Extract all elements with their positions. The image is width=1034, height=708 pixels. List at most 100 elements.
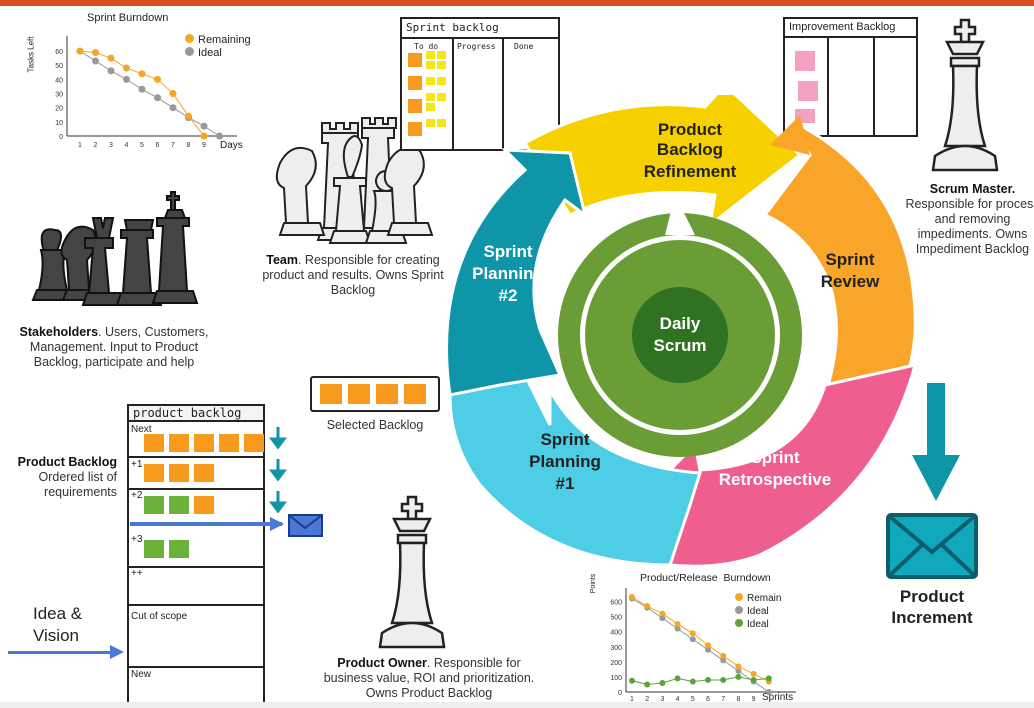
stakeholders-chess-pieces-icon bbox=[31, 191, 199, 306]
scrum-master-name: Scrum Master. bbox=[929, 182, 1016, 196]
stakeholders-desc: . Users, Customers, Management. Input to… bbox=[29, 325, 209, 369]
velocity-point bbox=[705, 676, 711, 683]
velocity-point bbox=[644, 681, 651, 688]
x-tick-label: 4 bbox=[676, 696, 680, 702]
refinement-line-2: Backlog bbox=[657, 140, 723, 159]
top-accent-bar bbox=[0, 0, 1034, 6]
review-line-2: Review bbox=[821, 272, 880, 291]
y-tick-label: 60 bbox=[55, 49, 63, 56]
planning2-line-3: #2 bbox=[499, 286, 518, 305]
daily-scrum-core bbox=[632, 287, 728, 383]
x-tick-label: 3 bbox=[660, 696, 664, 702]
col-progress-label: Progress bbox=[457, 42, 496, 51]
row-plusplus-label: ++ bbox=[131, 568, 143, 579]
x-tick-label: 7 bbox=[171, 142, 175, 149]
y-tick-label: 600 bbox=[610, 600, 622, 607]
remain-point bbox=[659, 610, 666, 617]
y-tick-label: 0 bbox=[618, 690, 622, 697]
increment-arrowhead-icon bbox=[912, 455, 960, 501]
remain-point bbox=[629, 594, 635, 601]
velocity-point bbox=[674, 675, 681, 682]
sprint-burndown-xlabel: Days bbox=[220, 140, 243, 151]
velocity-point bbox=[659, 679, 666, 686]
product-owner-caption: Product Owner. Responsible for business … bbox=[318, 656, 540, 701]
sticky-note bbox=[376, 384, 398, 404]
planning1-line-1: Sprint bbox=[540, 430, 589, 449]
ideal-point bbox=[720, 657, 727, 664]
plus2-items bbox=[144, 496, 214, 514]
ideal-point bbox=[138, 85, 146, 93]
improvement-backlog-board: Improvement Backlog bbox=[783, 17, 918, 137]
planning1-line-2: Planning bbox=[529, 452, 601, 471]
row-plus3-label: +3 bbox=[131, 534, 143, 545]
remaining-line bbox=[79, 50, 205, 137]
refinement-segment bbox=[522, 95, 803, 229]
remaining-point bbox=[107, 54, 115, 62]
team-chess-pieces-icon bbox=[275, 117, 434, 244]
x-tick-label: 5 bbox=[140, 142, 144, 149]
col-done-label: Done bbox=[514, 42, 534, 51]
retro-line-2: Retrospective bbox=[719, 470, 831, 489]
sprint-burndown-title: Sprint Burndown bbox=[87, 12, 169, 24]
release-burndown-chart: Product/Release Burndown Points Sprints … bbox=[590, 570, 810, 703]
release-burndown-title: Product/Release Burndown bbox=[640, 572, 771, 584]
remain-point bbox=[720, 652, 727, 659]
row-divider bbox=[129, 566, 263, 568]
retrospective-segment bbox=[643, 362, 918, 568]
team-desc: . Responsible for creating product and r… bbox=[262, 253, 444, 297]
priority-arrows-icon bbox=[269, 427, 287, 514]
x-tick-label: 4 bbox=[125, 142, 129, 149]
daily-scrum-line-1: Daily bbox=[660, 314, 701, 333]
release-arrowhead-icon bbox=[270, 517, 284, 531]
next-items bbox=[144, 434, 264, 452]
product-backlog-title: product backlog bbox=[129, 404, 263, 422]
remaining-point bbox=[169, 90, 177, 98]
row-next-label: Next bbox=[131, 424, 152, 435]
ideal-point bbox=[689, 636, 696, 643]
row-new-label: New bbox=[131, 669, 152, 680]
selected-backlog-board bbox=[310, 376, 440, 412]
x-tick-label: 1 bbox=[630, 696, 634, 702]
legend-ideal-green: Ideal bbox=[735, 618, 781, 631]
legend-remain: Remain bbox=[735, 592, 781, 605]
idea-arrow-line bbox=[8, 651, 116, 654]
ideal-line bbox=[631, 598, 770, 693]
legend-ideal-swatch bbox=[185, 47, 194, 56]
sprint-burndown-legend: Remaining Ideal bbox=[185, 34, 251, 60]
x-tick-label: 2 bbox=[94, 142, 98, 149]
y-tick-label: 400 bbox=[610, 630, 622, 637]
row-cut-label: Cut of scope bbox=[131, 611, 188, 622]
row-plus2-label: +2 bbox=[131, 490, 143, 501]
scrum-master-king-icon bbox=[931, 18, 999, 172]
x-tick-label: 6 bbox=[706, 696, 710, 702]
y-tick-label: 10 bbox=[55, 120, 63, 127]
y-tick-label: 500 bbox=[610, 615, 622, 622]
todo-task-notes bbox=[426, 51, 448, 127]
col-divider bbox=[452, 39, 454, 149]
row-divider bbox=[129, 456, 263, 458]
planning-1-segment bbox=[448, 352, 702, 567]
ideal-point bbox=[107, 67, 115, 75]
remaining-point bbox=[185, 112, 192, 120]
remain-point bbox=[735, 663, 742, 670]
remain-point bbox=[644, 603, 651, 610]
remaining-point bbox=[154, 75, 161, 83]
stakeholders-caption: Stakeholders. Users, Customers, Manageme… bbox=[8, 325, 220, 370]
velocity-point bbox=[735, 673, 742, 680]
increment-arrow-shaft bbox=[927, 383, 945, 458]
sprint-backlog-board: Sprint backlog To do Progress Done bbox=[400, 17, 560, 151]
daily-scrum-line-2: Scrum bbox=[654, 336, 707, 355]
y-tick-label: 0 bbox=[59, 134, 63, 141]
plus1-items bbox=[144, 464, 214, 482]
todo-sticky-notes bbox=[408, 53, 422, 136]
product-owner-name: Product Owner bbox=[337, 656, 427, 670]
legend-ideal-gray: Ideal bbox=[735, 605, 781, 618]
ideal-point bbox=[674, 625, 681, 632]
x-tick-label: 5 bbox=[691, 696, 695, 702]
col-todo-label: To do bbox=[414, 42, 439, 51]
legend-ideal-green-swatch bbox=[735, 619, 743, 627]
product-backlog-name: Product Backlog bbox=[17, 455, 117, 469]
sprint-backlog-title: Sprint backlog bbox=[402, 19, 558, 39]
